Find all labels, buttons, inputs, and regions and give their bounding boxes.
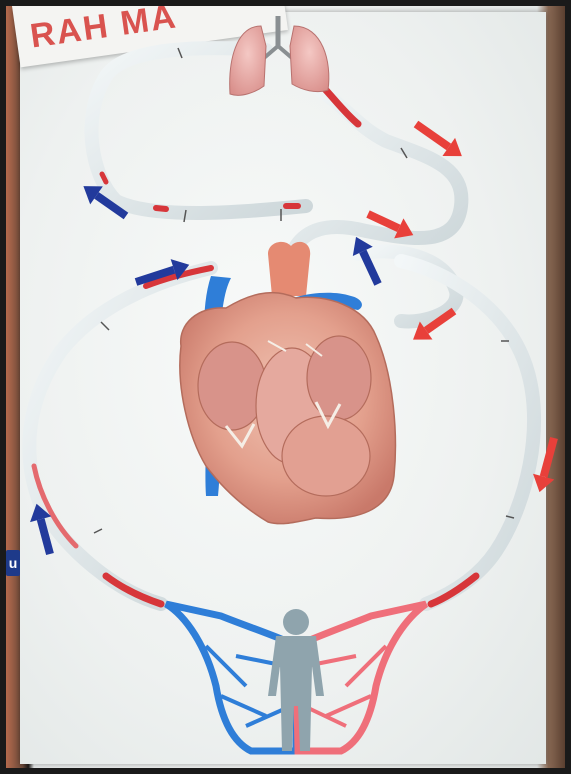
circulation-model (6, 6, 565, 768)
heart-model (180, 242, 396, 524)
side-tag: u (6, 550, 20, 576)
pulmonary-blood (102, 88, 358, 209)
lungs (230, 16, 329, 95)
photo-scene: RAH MA (6, 6, 565, 768)
